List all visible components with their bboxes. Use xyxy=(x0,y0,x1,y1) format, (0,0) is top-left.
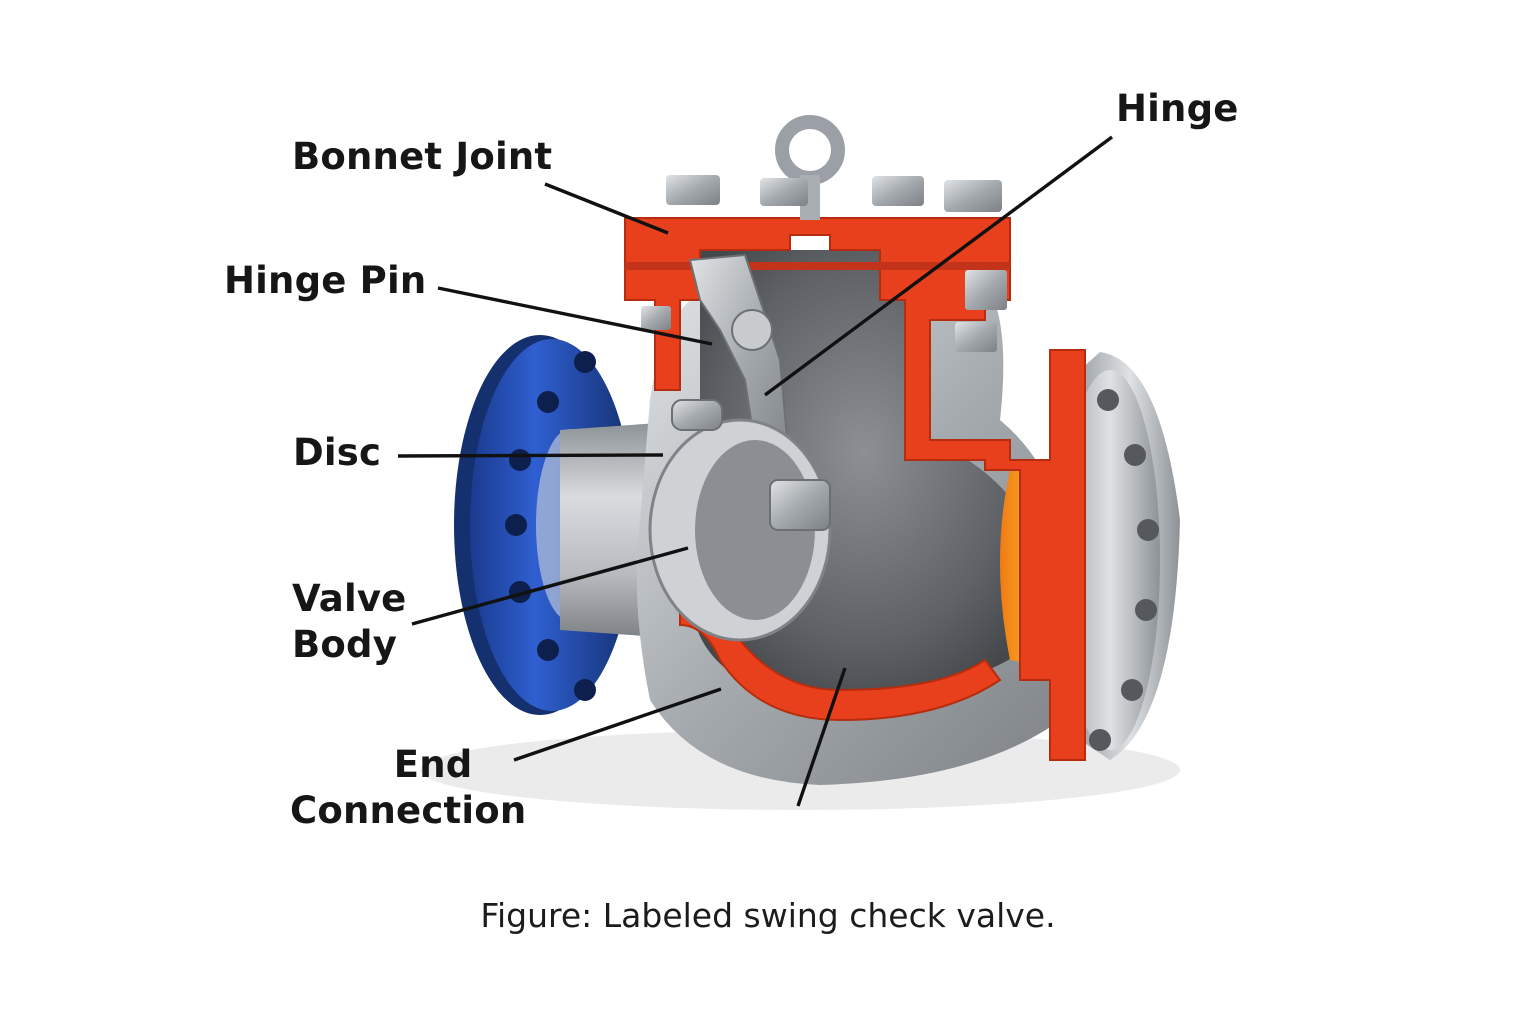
leader-bottom-wall xyxy=(796,667,847,807)
label-valve-body-line1: Valve xyxy=(292,577,407,620)
label-disc: Disc xyxy=(293,431,382,474)
label-end-connection: End Connection xyxy=(290,742,526,834)
label-valve-body: Valve Body xyxy=(292,576,406,668)
label-end-connection-line2: Connection xyxy=(290,789,527,832)
cut-section-bottom xyxy=(679,600,1002,722)
label-valve-body-line2: Body xyxy=(292,623,398,666)
hinge-pin-part xyxy=(671,399,723,431)
label-end-connection-line1: End xyxy=(393,743,473,786)
leader-hinge-pin xyxy=(437,286,713,346)
leader-hinge xyxy=(763,135,1114,397)
leader-bonnet-joint xyxy=(544,182,669,235)
label-hinge: Hinge xyxy=(1116,87,1239,130)
disc-assembly xyxy=(648,418,832,642)
label-bonnet-joint: Bonnet Joint xyxy=(292,135,553,178)
leader-valve-body xyxy=(411,546,689,626)
cut-section-bonnet xyxy=(624,217,1086,761)
leader-end-connection xyxy=(513,687,722,762)
figure-caption: Figure: Labeled swing check valve. xyxy=(480,896,1056,935)
bonnet-bolts xyxy=(641,175,1007,352)
bonnet-gasket xyxy=(625,262,1010,270)
leader-disc xyxy=(397,453,664,458)
label-hinge-pin: Hinge Pin xyxy=(224,259,427,302)
